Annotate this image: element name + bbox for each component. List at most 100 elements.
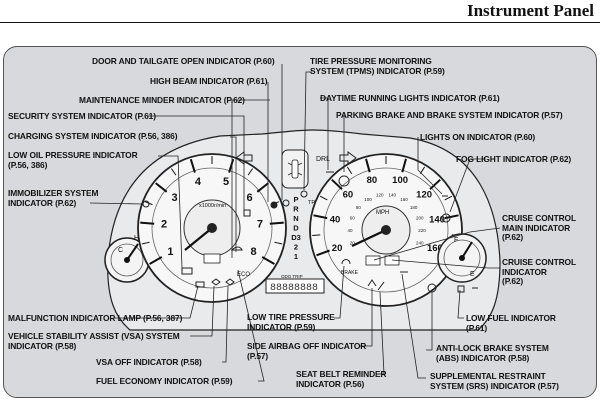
gear-letter: D bbox=[293, 224, 299, 233]
label-maintenance-minder: MAINTENANCE MINDER INDICATOR (P.62) bbox=[79, 95, 245, 105]
tach-tick bbox=[228, 158, 235, 173]
fuel-empty-label: E bbox=[470, 271, 475, 278]
speed-km-number: 180 bbox=[410, 205, 418, 210]
speed-km-number: 80 bbox=[356, 205, 362, 210]
label-tpms-line1: TIRE PRESSURE MONITORING bbox=[310, 56, 432, 66]
label-high-beam: HIGH BEAM INDICATOR (P.61) bbox=[150, 76, 268, 86]
speed-km-number: 60 bbox=[350, 216, 356, 221]
label-seat-belt-line2: INDICATOR (P.56) bbox=[296, 378, 365, 389]
temp-cold-label: C bbox=[118, 247, 123, 254]
speed-number: 40 bbox=[330, 215, 341, 226]
seat-belt-icon bbox=[377, 281, 385, 291]
gear-letter: D3 bbox=[291, 233, 301, 242]
tach-tick bbox=[189, 158, 196, 173]
leader-lines bbox=[89, 64, 501, 382]
label-tpms: TIRE PRESSURE MONITORING SYSTEM (TPMS) I… bbox=[310, 56, 445, 76]
label-side-airbag: SIDE AIRBAG OFF INDICATOR (P.57) bbox=[247, 341, 367, 361]
label-parking-brake: PARKING BRAKE AND BRAKE SYSTEM INDICATOR… bbox=[336, 110, 563, 120]
label-vsa-system-line1: VEHICLE STABILITY ASSIST (VSA) SYSTEM bbox=[8, 331, 180, 341]
tach-tick bbox=[141, 241, 150, 245]
label-charging-system: CHARGING SYSTEM INDICATOR (P.56, 386) bbox=[8, 131, 178, 141]
tach-tick bbox=[170, 168, 177, 176]
drl-label: DRL bbox=[316, 156, 330, 163]
speed-number: 160 bbox=[427, 243, 443, 254]
low-tire-icon bbox=[341, 259, 351, 265]
speed-km-number: 200 bbox=[416, 216, 424, 221]
speed-number: 120 bbox=[416, 190, 432, 201]
high-beam-icon bbox=[270, 201, 278, 209]
tach-tick bbox=[155, 182, 168, 193]
label-immobilizer-line1: IMMOBILIZER SYSTEM bbox=[8, 188, 99, 198]
speed-tick bbox=[313, 214, 328, 220]
fog-light-icon bbox=[441, 213, 451, 223]
gear-letter: P bbox=[293, 195, 298, 204]
label-srs: SUPPLEMENTAL RESTRAINT SYSTEM (SRS) INDI… bbox=[430, 371, 559, 391]
tach-number: 3 bbox=[171, 192, 177, 204]
label-security-system: SECURITY SYSTEM INDICATOR (P.61) bbox=[8, 111, 156, 121]
label-fog-light: FOG LIGHT INDICATOR (P.62) bbox=[456, 154, 572, 164]
label-seat-belt: SEAT BELT REMINDER INDICATOR (P.56) bbox=[296, 369, 387, 389]
label-side-airbag-line2: (P.57) bbox=[247, 350, 269, 361]
tach-tick bbox=[256, 182, 269, 193]
speed-km-number: 140 bbox=[389, 193, 397, 198]
label-vsa-system: VEHICLE STABILITY ASSIST (VSA) SYSTEM IN… bbox=[8, 331, 180, 351]
speed-number: 140 bbox=[429, 215, 445, 226]
speed-km-number: 160 bbox=[400, 197, 408, 202]
brake-label: BRAKE bbox=[341, 270, 359, 276]
gear-letter: 1 bbox=[294, 252, 298, 261]
fuel-gauge: F E bbox=[437, 233, 487, 283]
speed-unit-label: MPH bbox=[376, 210, 389, 216]
gear-letter: R bbox=[293, 205, 299, 214]
speed-km-number: 40 bbox=[347, 228, 353, 233]
tach-number: 8 bbox=[251, 246, 257, 258]
speed-tick bbox=[365, 158, 371, 173]
tach-number: 6 bbox=[246, 192, 252, 204]
low-oil-icon bbox=[230, 246, 243, 251]
speed-tick bbox=[444, 195, 453, 201]
speed-km-number: 20 bbox=[350, 240, 356, 245]
tach-number: 5 bbox=[223, 176, 229, 188]
gear-letter: 2 bbox=[294, 243, 298, 252]
immobilizer-icon bbox=[142, 200, 150, 208]
charging-icon bbox=[181, 267, 193, 275]
label-tpms-line2: SYSTEM (TPMS) INDICATOR (P.59) bbox=[310, 65, 445, 76]
speed-km-number: 240 bbox=[416, 240, 424, 245]
label-lights-on: LIGHTS ON INDICATOR (P.60) bbox=[420, 132, 536, 142]
vsa-icon bbox=[211, 278, 221, 286]
label-cruise-control-line1: CRUISE CONTROL bbox=[502, 257, 576, 267]
tach-number: 1 bbox=[167, 246, 173, 258]
label-immobilizer: IMMOBILIZER SYSTEM INDICATOR (P.62) bbox=[8, 188, 99, 208]
tach-number: 7 bbox=[257, 218, 263, 230]
vsa-off-icon bbox=[225, 278, 235, 286]
label-malfunction: MALFUNCTION INDICATOR LAMP (P.56, 387) bbox=[8, 313, 183, 323]
eco-label: ECO bbox=[237, 272, 250, 278]
label-side-airbag-line1: SIDE AIRBAG OFF INDICATOR bbox=[247, 341, 367, 351]
speed-tick bbox=[331, 178, 343, 190]
side-airbag-icon bbox=[367, 279, 377, 287]
tach-tick bbox=[261, 256, 275, 265]
speed-number: 20 bbox=[332, 243, 343, 254]
speed-tick bbox=[401, 158, 407, 173]
parking-brake-icon bbox=[338, 175, 350, 187]
label-low-fuel-line1: LOW FUEL INDICATOR bbox=[466, 313, 556, 323]
label-low-oil-line1: LOW OIL PRESSURE INDICATOR bbox=[8, 150, 138, 160]
label-low-fuel-line2: (P.61) bbox=[466, 322, 488, 333]
label-door-tailgate: DOOR AND TAILGATE OPEN INDICATOR (P.60) bbox=[92, 56, 275, 66]
label-abs: ANTI-LOCK BRAKE SYSTEM (ABS) INDICATOR (… bbox=[436, 343, 549, 363]
tach-tick bbox=[140, 221, 155, 225]
header-rule bbox=[0, 22, 600, 23]
speed-number: 80 bbox=[367, 175, 378, 186]
speed-tick bbox=[316, 249, 330, 257]
indicator-icons bbox=[142, 171, 478, 293]
speed-tick bbox=[319, 195, 328, 201]
label-cruise-control-line3: (P.62) bbox=[502, 276, 524, 286]
speed-km-number: 220 bbox=[418, 228, 426, 233]
odometer-display bbox=[265, 278, 325, 294]
cruise-main-display bbox=[365, 255, 381, 266]
low-fuel-icon bbox=[457, 285, 465, 293]
label-daytime-running: DAYTIME RUNNING LIGHTS INDICATOR (P.61) bbox=[320, 93, 500, 103]
door-open-icon bbox=[282, 199, 290, 207]
